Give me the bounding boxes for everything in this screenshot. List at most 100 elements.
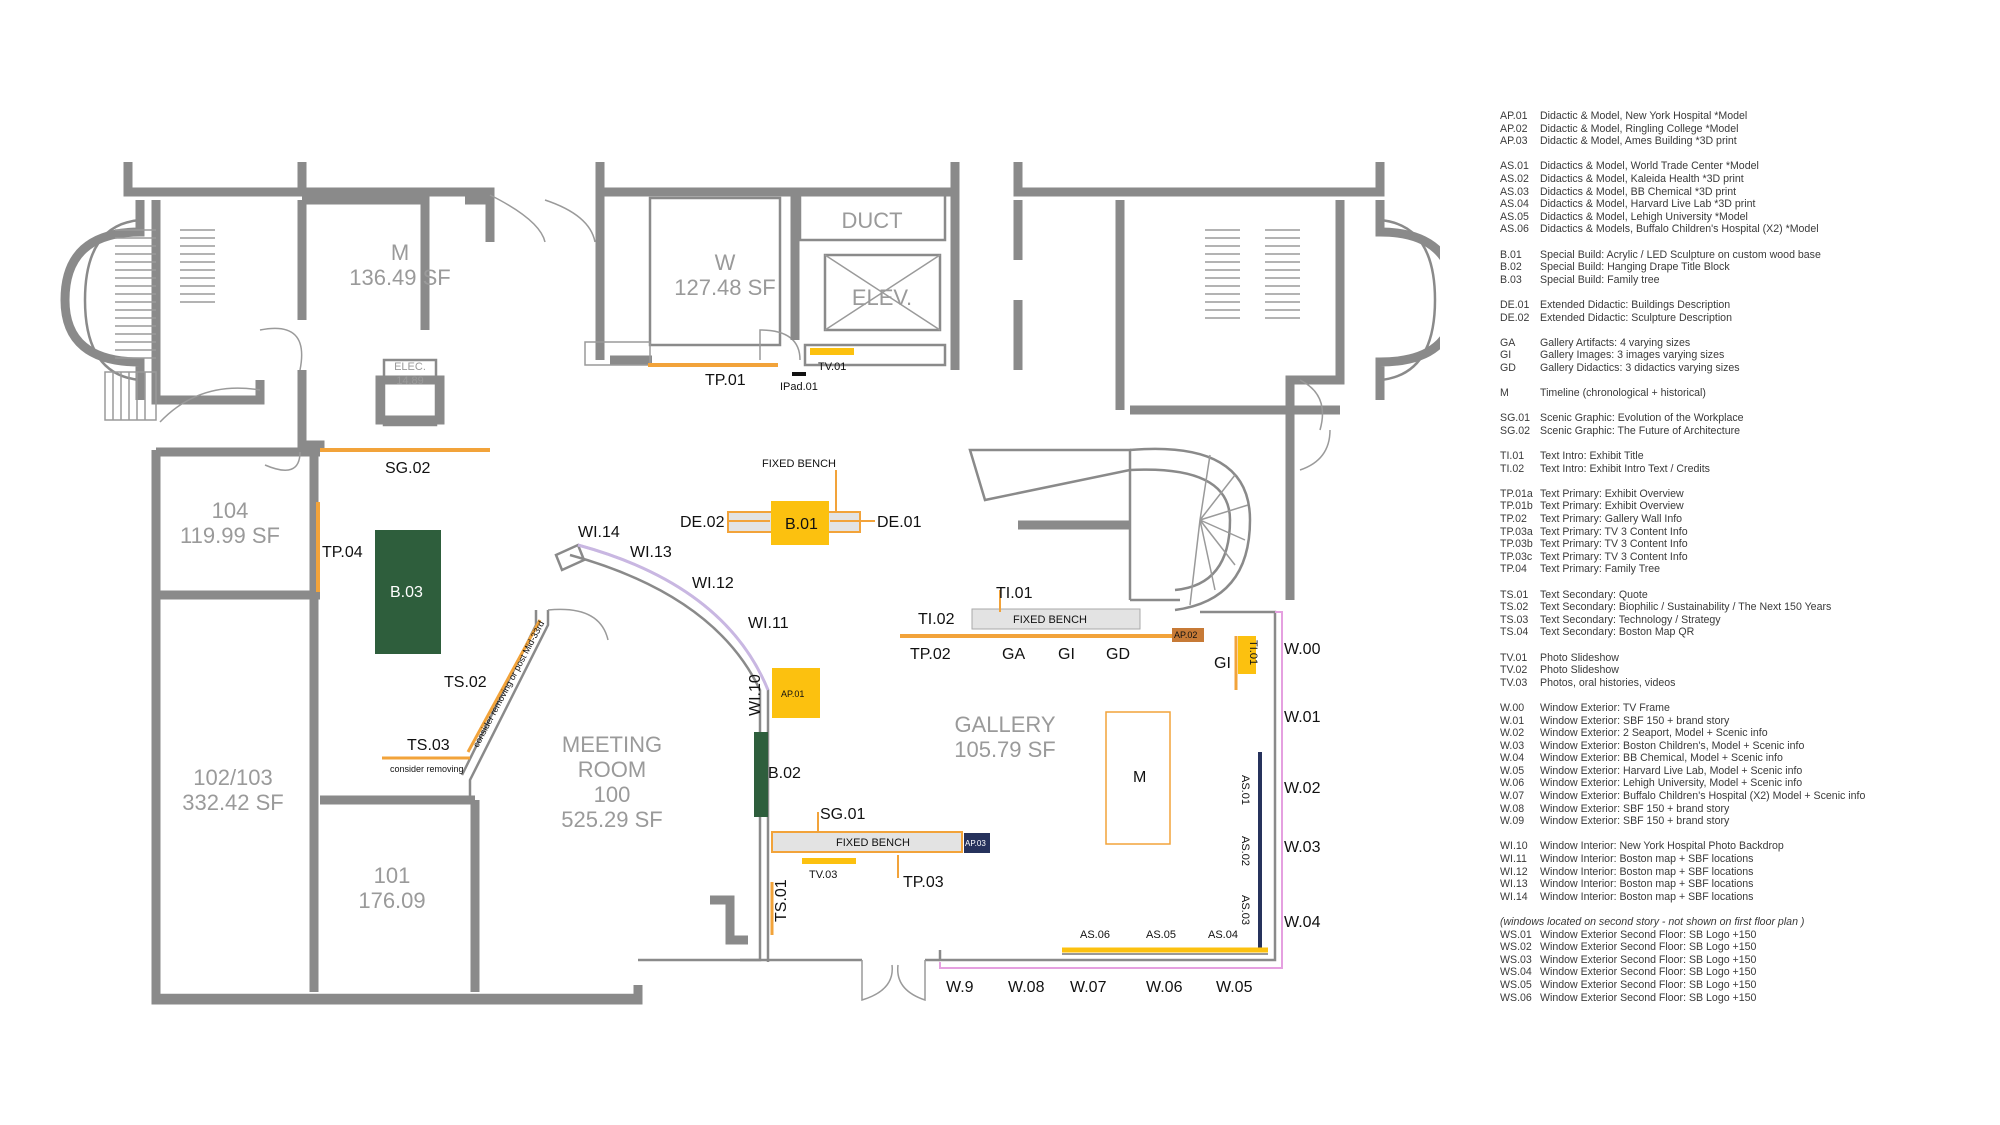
legend-description: Didactics & Model, Kaleida Health *3D pr… — [1540, 172, 1744, 185]
tag-sg02: SG.02 — [385, 460, 430, 477]
tag-w05: W.05 — [1216, 979, 1253, 996]
legend-code: W.01 — [1500, 714, 1525, 727]
tag-fixed-bench-3: FIXED BENCH — [1013, 614, 1087, 626]
legend-description: Text Primary: Exhibit Overview — [1540, 500, 1684, 513]
tv01-marker — [810, 348, 854, 355]
legend-code: AS.03 — [1500, 185, 1529, 198]
exhibit-elements — [316, 348, 1283, 969]
stair-right — [1205, 229, 1300, 319]
legend-code: AS.04 — [1500, 198, 1529, 211]
tag-gi: GI — [1058, 646, 1075, 663]
ipad01-marker — [792, 372, 806, 376]
tag-w02: W.02 — [1284, 780, 1321, 797]
meeting-room-area: 525.29 SF — [561, 807, 663, 832]
legend-description: Window Interior: Boston map + SBF locati… — [1540, 865, 1754, 878]
tag-ts03-note: consider removing — [390, 764, 464, 774]
room-m-area: 136.49 SF — [349, 265, 451, 290]
stair-left — [115, 229, 215, 359]
tag-w9: W.9 — [946, 979, 974, 996]
walls — [60, 162, 1440, 1005]
legend-description: Gallery Artifacts: 4 varying sizes — [1540, 336, 1691, 349]
legend-description: Didactic & Model, Ames Building *3D prin… — [1540, 135, 1737, 148]
legend-code: WI.10 — [1500, 840, 1528, 853]
legend-description: Window Exterior Second Floor: SB Logo +1… — [1540, 966, 1757, 979]
legend-description: Window Exterior: TV Frame — [1540, 701, 1670, 714]
legend-description: Window Exterior Second Floor: SB Logo +1… — [1540, 991, 1757, 1004]
duct-label: DUCT — [841, 208, 902, 233]
legend-description: Window Exterior Second Floor: SB Logo +1… — [1540, 953, 1757, 966]
legend-description: Special Build: Hanging Drape Title Block — [1540, 261, 1730, 274]
room-104-name: 104 — [212, 498, 249, 523]
legend-code: SG.01 — [1500, 412, 1531, 425]
legend-description: Timeline (chronological + historical) — [1540, 387, 1706, 400]
legend-description: Special Build: Acrylic / LED Sculpture o… — [1540, 248, 1821, 261]
tag-tv01: TV.01 — [818, 361, 846, 373]
legend-description: Window Exterior: Boston Children's, Mode… — [1540, 739, 1805, 752]
legend-description: Window Exterior: Harvard Live Lab, Model… — [1540, 764, 1803, 777]
legend-description: Text Secondary: Quote — [1540, 588, 1648, 601]
tag-de02: DE.02 — [680, 514, 725, 531]
legend-description: Didactic & Model, New York Hospital *Mod… — [1540, 110, 1748, 122]
legend-code: W.09 — [1500, 815, 1525, 828]
legend-code: AS.02 — [1500, 172, 1529, 185]
legend-description: Photo Slideshow — [1540, 651, 1619, 664]
tag-ts01: TS.01 — [773, 879, 790, 922]
floor-plan: M 136.49 SF W 127.48 SF DUCT ELEV. ELEC.… — [60, 162, 1440, 1005]
legend-description: Gallery Didactics: 3 didactics varying s… — [1540, 361, 1740, 374]
fixed-bench-3 — [971, 608, 1141, 630]
tag-w01: W.01 — [1284, 709, 1321, 726]
legend-code: TI.02 — [1500, 462, 1525, 475]
b03-block — [375, 530, 441, 654]
elec-area: 14.89 — [396, 375, 424, 387]
legend-code: WS.06 — [1500, 991, 1532, 1004]
legend-code: GD — [1500, 361, 1516, 374]
tag-wi12: WI.12 — [692, 575, 734, 592]
tag-sg01: SG.01 — [820, 806, 865, 823]
legend-description: Didactics & Model, Harvard Live Lab *3D … — [1540, 198, 1756, 211]
legend-description: Text Primary: Family Tree — [1540, 563, 1661, 576]
legend-description: Window Exterior: SBF 150 + brand story — [1540, 802, 1730, 815]
tag-b01: B.01 — [785, 516, 818, 533]
legend-code: WI.12 — [1500, 865, 1528, 878]
tag-b03: B.03 — [390, 584, 423, 601]
tag-fixed-bench-2: FIXED BENCH — [836, 837, 910, 849]
legend-code: WI.13 — [1500, 878, 1528, 891]
ap02-block — [1172, 628, 1204, 642]
legend-row: AS.02 Didactics & Model, Kaleida Health *… — [1500, 173, 1980, 186]
tag-de01: DE.01 — [877, 514, 922, 531]
tag-tp03: TP.03 — [903, 874, 944, 891]
legend-code: TV.03 — [1500, 676, 1528, 689]
legend-code: M — [1500, 387, 1509, 400]
tag-ts03: TS.03 — [407, 737, 450, 754]
tag-as03: AS.03 — [1239, 895, 1251, 925]
